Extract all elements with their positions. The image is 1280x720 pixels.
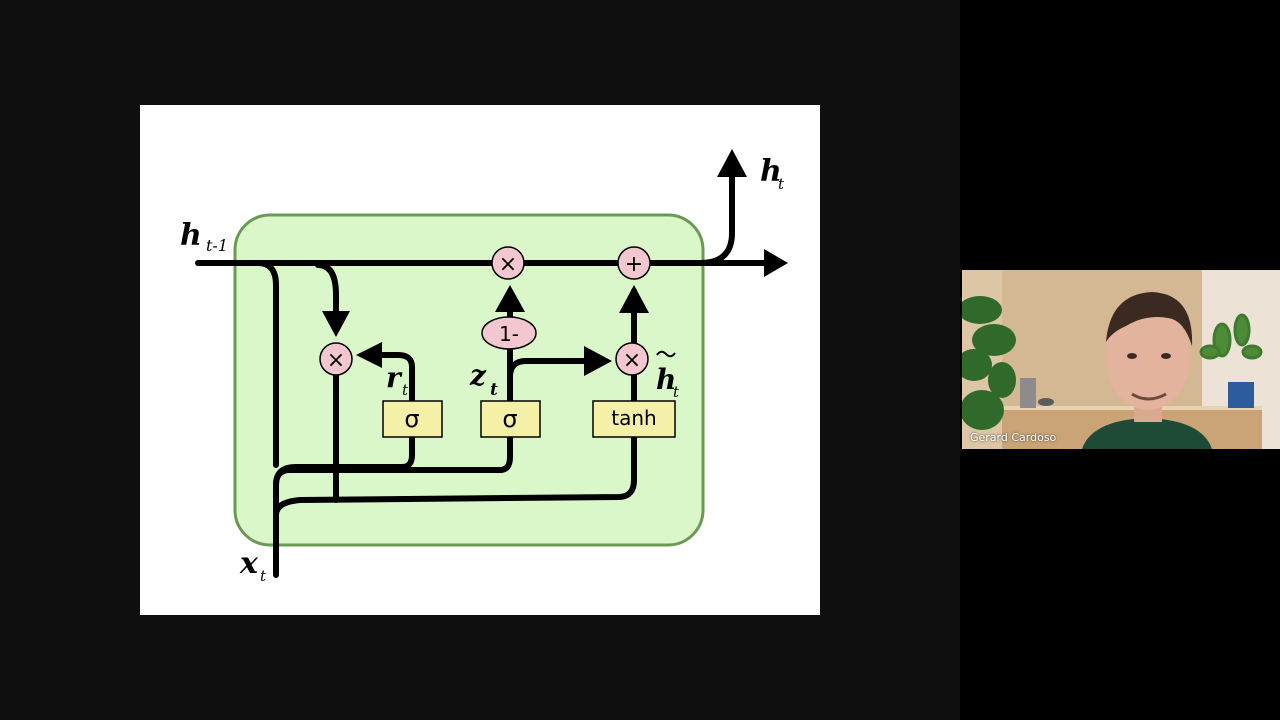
label-r: r	[386, 361, 403, 394]
label-x: x	[239, 546, 259, 581]
reset-gate-out-line	[371, 352, 415, 405]
label-h-out-sub: t	[778, 175, 785, 193]
hprev-to-reset-mult-line	[315, 262, 339, 330]
input-to-tanh-line	[273, 435, 637, 518]
one-minus-symbol: 1-	[499, 322, 519, 346]
participant-name-label: Gerard Cardoso	[970, 431, 1057, 444]
reset-gate-arrowhead	[356, 342, 382, 368]
reset-multiply-symbol: ×	[327, 348, 345, 373]
hidden-arrowhead	[764, 249, 788, 277]
participant-video-tile[interactable]: Gerard Cardoso	[962, 270, 1280, 449]
plus-arrowhead	[619, 285, 649, 313]
update-gate-box	[480, 400, 541, 438]
update-to-mult-line	[507, 358, 595, 380]
label-r-sub: t	[402, 381, 409, 399]
slide-gru-diagram: × + × × 1- σ σ tanh h t-1 h	[140, 105, 820, 615]
top-plus-op	[617, 246, 651, 280]
input-to-reset-line	[273, 435, 415, 488]
update-gate-label: σ	[502, 405, 517, 433]
reset-multiply-op	[319, 342, 353, 376]
label-h-tilde: h	[656, 363, 676, 396]
tanh-gate-box	[592, 400, 676, 438]
top-plus-symbol: +	[625, 252, 643, 277]
update-mult-arrowhead	[584, 346, 612, 376]
oneminus-arrowhead	[495, 285, 525, 312]
output-arrowhead	[717, 149, 747, 177]
gru-cell-diagram: × + × × 1- σ σ tanh h t-1 h	[180, 149, 788, 585]
label-z: z	[469, 359, 487, 392]
reset-gate-box	[382, 400, 443, 438]
one-minus-op	[481, 316, 537, 350]
label-z-sub: t	[490, 380, 498, 400]
label-h-prev-sub: t-1	[206, 236, 228, 255]
tanh-gate-label: tanh	[611, 406, 656, 430]
tilde-mark	[656, 350, 676, 358]
update-multiply-symbol: ×	[623, 348, 641, 373]
shared-screen-area: × + × × 1- σ σ tanh h t-1 h	[0, 0, 960, 720]
reset-mult-arrowhead	[322, 311, 350, 337]
gru-cell-box	[233, 213, 705, 547]
output-branch-line	[697, 168, 735, 266]
label-x-sub: t	[260, 567, 267, 585]
reset-gate-label: σ	[404, 405, 419, 433]
top-multiply-op	[491, 246, 525, 280]
label-h-out: h	[760, 154, 782, 189]
label-h-tilde-sub: t	[673, 383, 680, 401]
label-h-prev: h	[180, 218, 202, 253]
update-multiply-op	[615, 342, 649, 376]
top-multiply-symbol: ×	[499, 252, 517, 277]
participant-video-feed	[962, 270, 1280, 449]
hprev-down-line	[255, 260, 279, 468]
